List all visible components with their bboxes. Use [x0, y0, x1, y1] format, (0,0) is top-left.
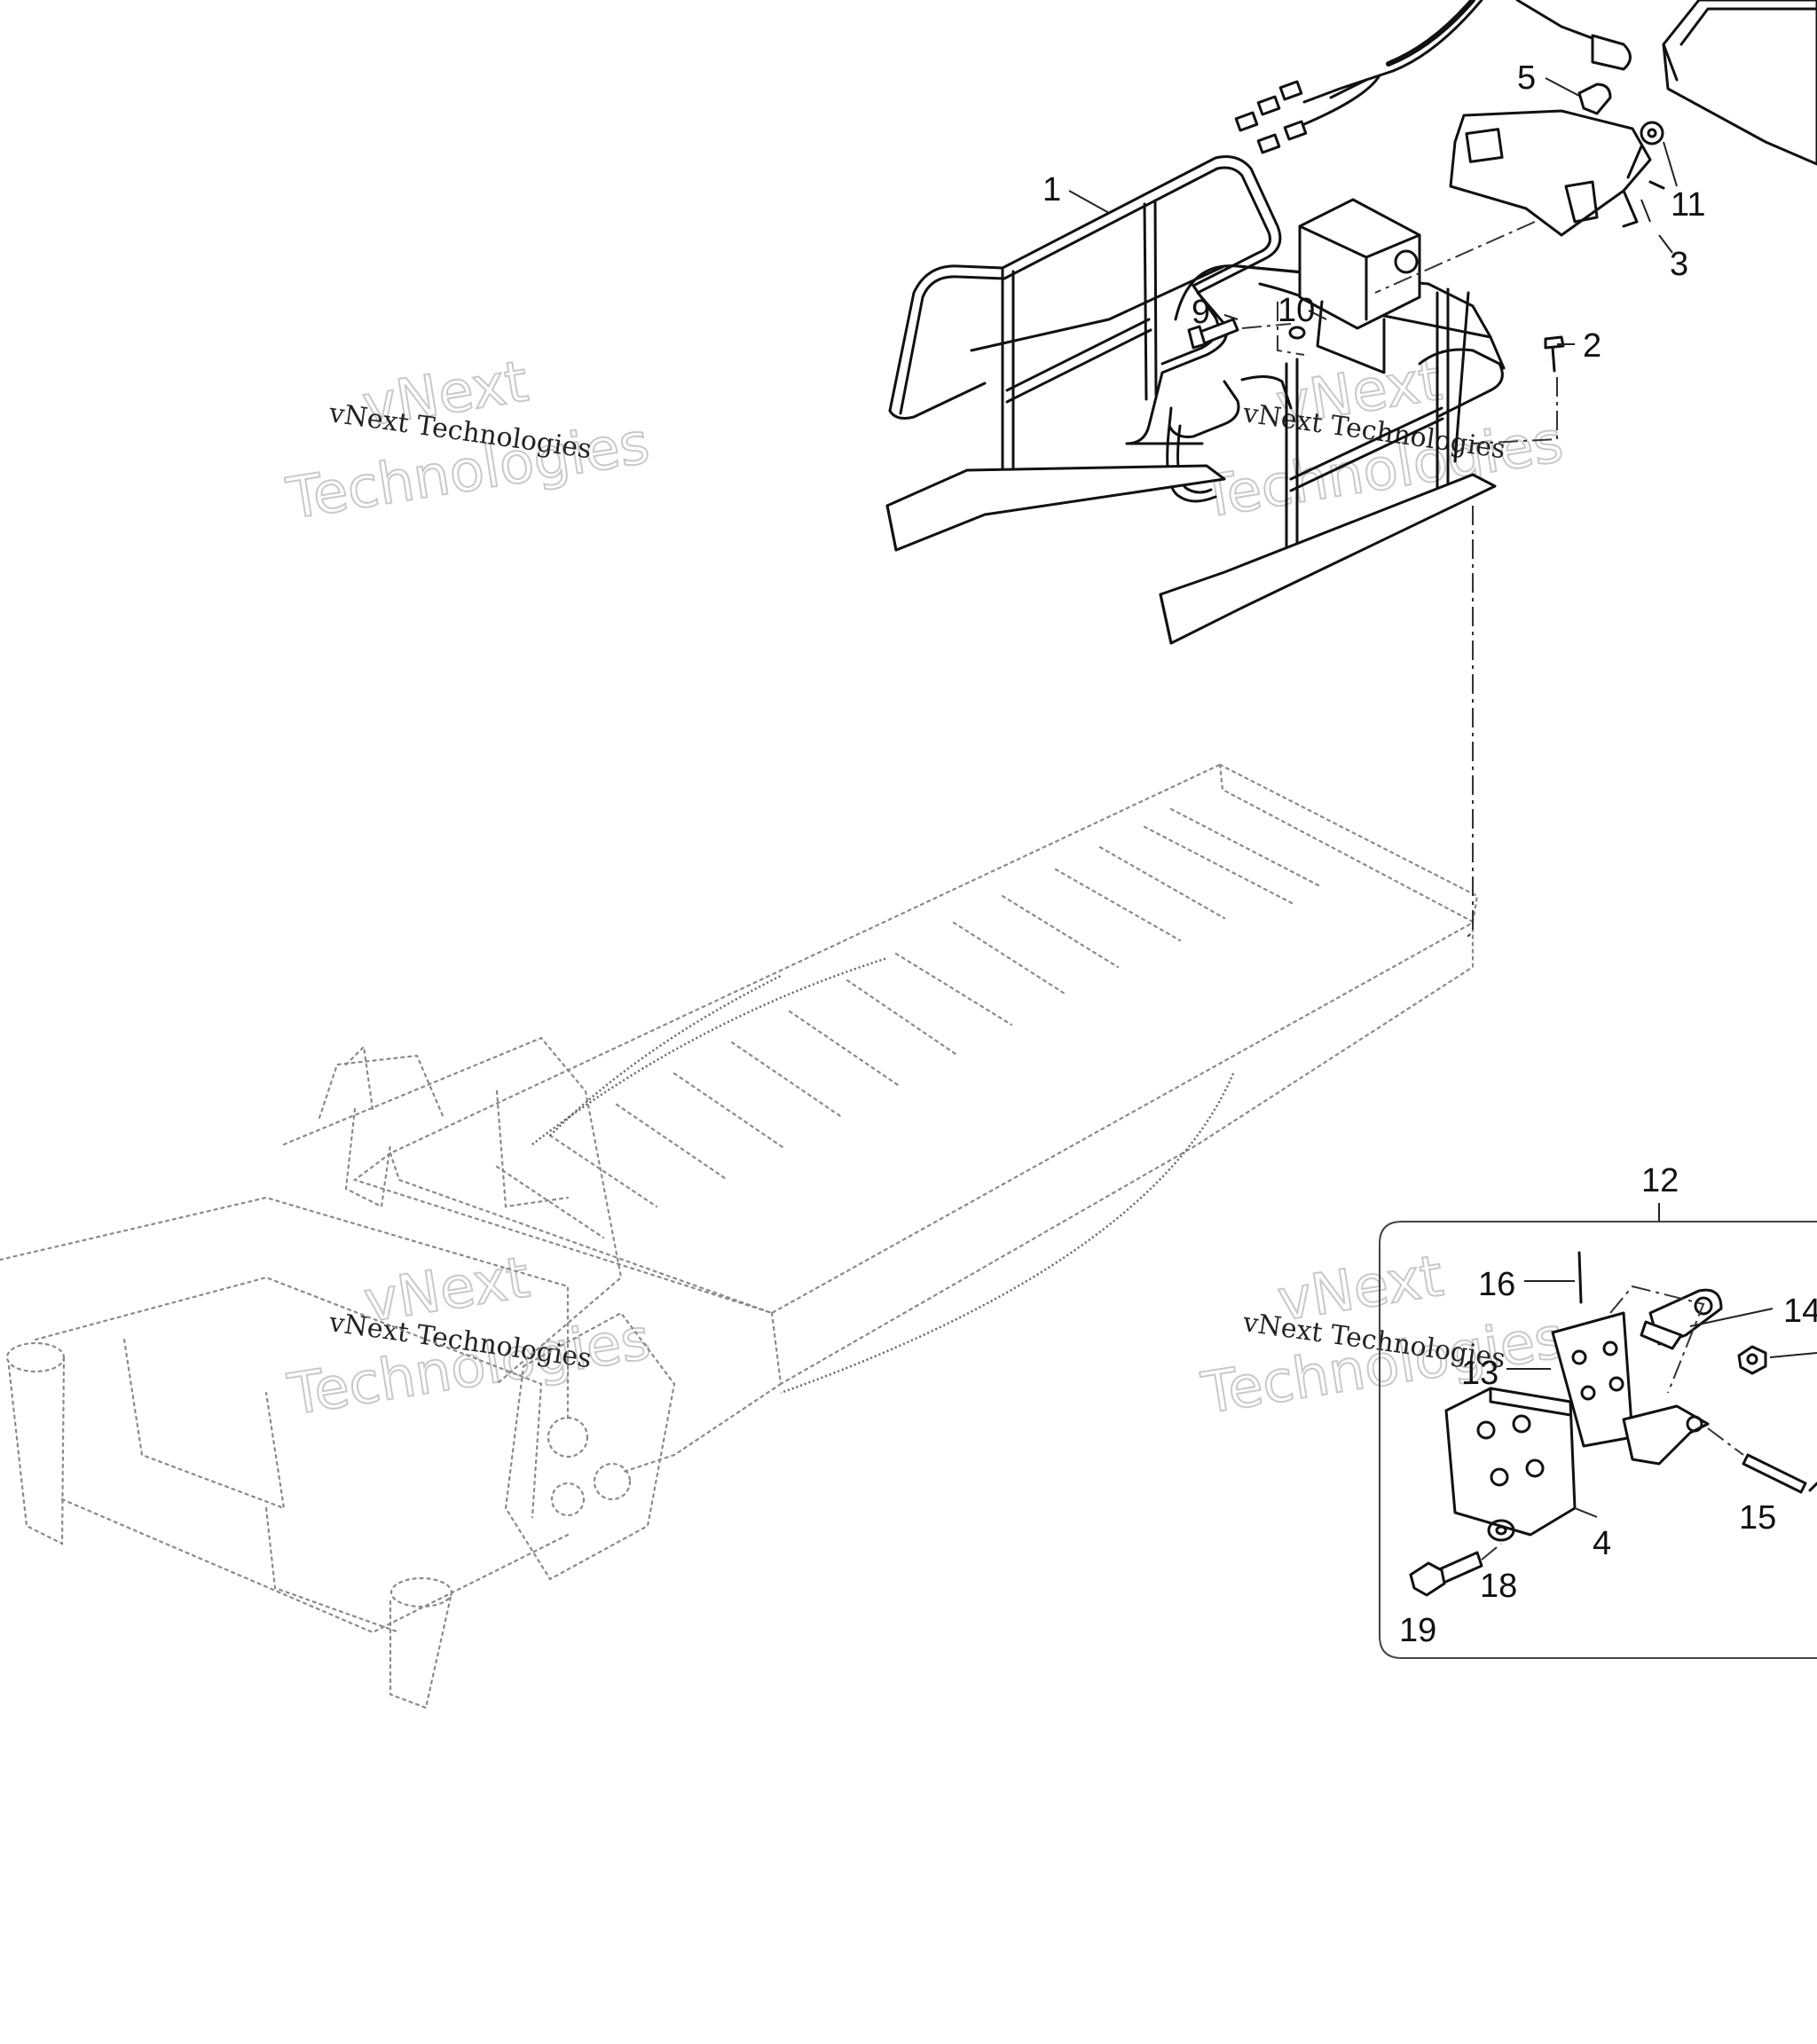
callout-1: 1: [1042, 171, 1061, 208]
taillight-assembly: [1234, 0, 1817, 237]
callout-2: 2: [1583, 327, 1601, 365]
callout-18: 18: [1480, 1568, 1517, 1605]
callout-5: 5: [1517, 59, 1536, 97]
callout-14: 14: [1783, 1293, 1817, 1330]
rear-rack: [885, 155, 1506, 645]
callout-13: 13: [1461, 1355, 1498, 1392]
bolt10-line: [1277, 302, 1305, 356]
callout-3: 3: [1670, 246, 1688, 283]
callout-19: 19: [1399, 1612, 1436, 1649]
assembly-line: [1463, 506, 1474, 941]
callouts: 1 2 3 4 5 9 10 11 12 13 14 15 16 18 19: [1042, 59, 1817, 1649]
callout-16: 16: [1478, 1266, 1515, 1303]
callout-10: 10: [1278, 292, 1315, 329]
callout-12: 12: [1641, 1162, 1679, 1199]
taillight-line: [1374, 221, 1536, 294]
hardware-9-10-2: [1187, 318, 1565, 444]
callout-15: 15: [1739, 1499, 1776, 1537]
bolt9-line: [1241, 323, 1292, 329]
callout-9: 9: [1192, 294, 1210, 331]
frame-tunnel-ghost: [0, 763, 1479, 1710]
callout-11: 11: [1671, 186, 1705, 224]
callout-4: 4: [1593, 1525, 1611, 1562]
callout-leaders: [1068, 77, 1678, 345]
hitch-kit-inset: [1379, 1203, 1817, 1659]
